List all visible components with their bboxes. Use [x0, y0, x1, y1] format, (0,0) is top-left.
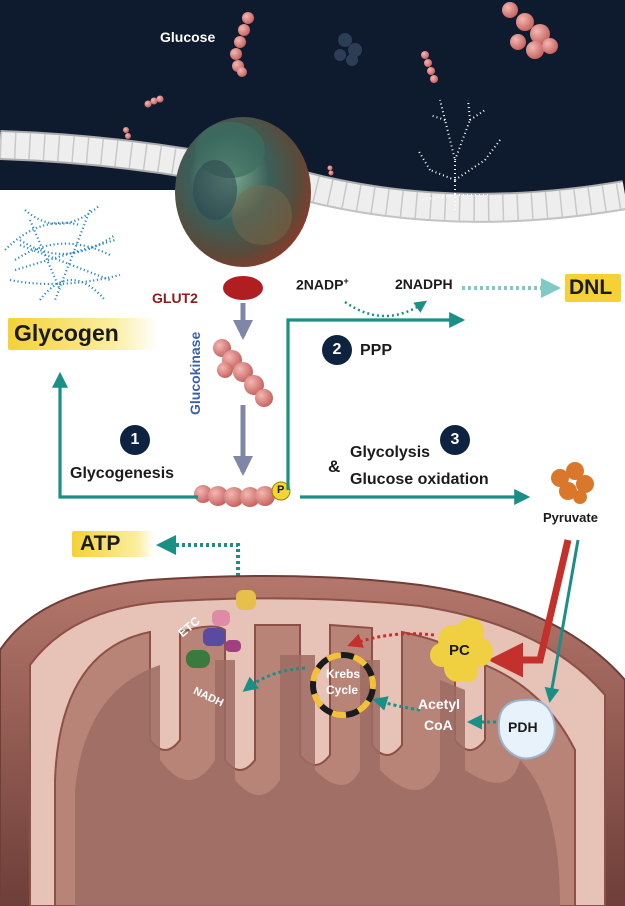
dnl-label: DNL [569, 276, 613, 299]
pyruvate-molecule [551, 462, 594, 504]
glycogen-label: Glycogen [14, 320, 119, 346]
step-1-badge: 1 [120, 425, 150, 455]
glucose-oxidation-label: Glucose oxidation [350, 471, 489, 488]
nadph-label: 2NADPH [395, 276, 453, 292]
ppp-arrow [286, 312, 466, 490]
glycolysis-label: Glycolysis [350, 444, 431, 461]
coa-label: CoA [424, 717, 453, 733]
pathway-arrows [52, 312, 531, 505]
acetyl-label: Acetyl [418, 696, 461, 712]
glycogen-highlight [8, 318, 158, 350]
pyruvate-label: Pyruvate [543, 510, 598, 525]
pc-to-krebs-arrow [347, 632, 435, 648]
extracellular-glycogen [417, 99, 501, 210]
krebs-cycle [310, 652, 376, 718]
glut2-transporter [175, 117, 311, 300]
pc-label: PC [449, 642, 470, 659]
krebs-label-line1: Krebs [326, 667, 361, 681]
glucose-6-phosphate [194, 481, 291, 507]
glucose-label: Glucose [160, 29, 216, 45]
step-3-badge: 3 [440, 425, 470, 455]
glut2-label: GLUT2 [152, 290, 198, 306]
atp-label: ATP [80, 532, 121, 555]
pdh-enzyme [497, 698, 556, 760]
krebs-label-line2: Cycle [326, 683, 359, 697]
faded-molecule [334, 33, 362, 66]
pyruvate-to-pc-arrow [488, 539, 572, 678]
glycogen-granule [4, 204, 121, 301]
nadp-label: 2NADP+ [296, 277, 349, 292]
acetylcoa-to-krebs-arrow [372, 696, 421, 712]
pdh-label: PDH [508, 719, 538, 735]
pc-enzyme [430, 618, 493, 682]
ppp-label: PPP [360, 342, 393, 359]
glucose-molecules [123, 2, 558, 176]
etc-complex [186, 590, 256, 668]
intracellular-glucose [213, 339, 273, 407]
glucokinase-label: Glucokinase [187, 331, 203, 415]
nadp-text: 2NADP [296, 276, 344, 293]
phosphate-label: P [277, 484, 285, 496]
atp-highlight [72, 531, 154, 557]
glycogenesis-arrow [52, 371, 198, 499]
nadp-reduction-arrow [344, 300, 428, 318]
dnl-highlight [565, 274, 621, 302]
nadh-arrow [242, 666, 306, 692]
glycogenesis-label: Glycogenesis [70, 465, 175, 482]
nadp-superscript: + [343, 276, 349, 286]
step-2-badge: 2 [322, 335, 352, 365]
ampersand-label: & [328, 457, 341, 476]
pyruvate-to-pdh-arrow [544, 539, 580, 703]
